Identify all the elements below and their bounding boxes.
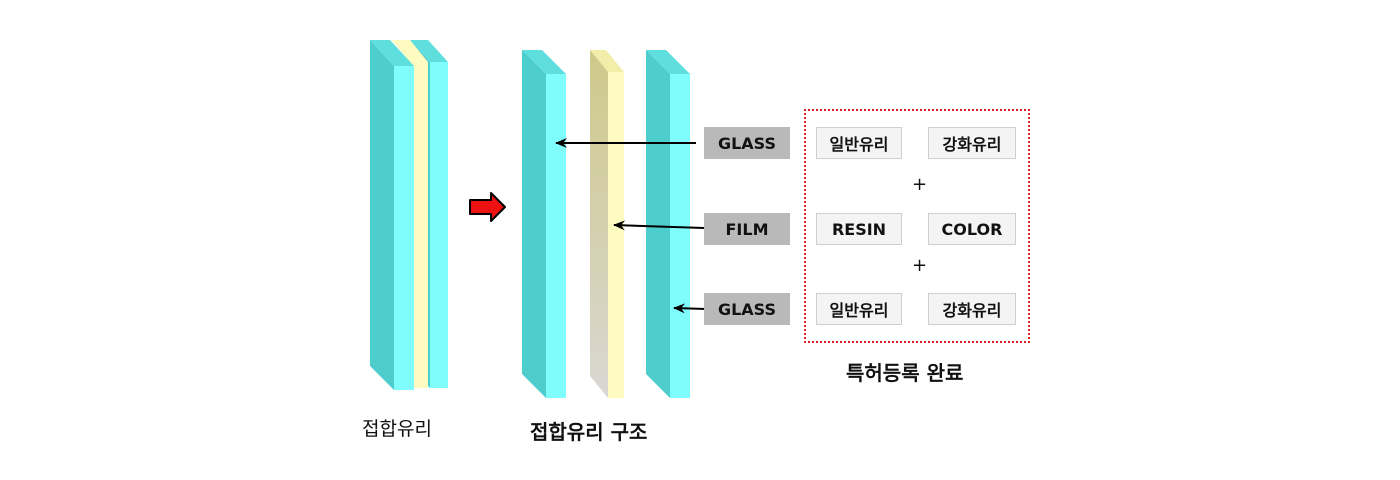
pointer-arrows <box>555 138 707 314</box>
plus-sign-1: + <box>912 174 928 195</box>
option-glass-top-general: 일반유리 <box>816 127 902 159</box>
option-glass-bottom-general: 일반유리 <box>816 293 902 325</box>
caption-laminated-glass: 접합유리 <box>362 418 432 440</box>
option-film-color: COLOR <box>928 213 1016 245</box>
assembled-front-glass <box>370 40 414 390</box>
caption-patent-registered: 특허등록 완료 <box>846 361 964 385</box>
arrow-film <box>613 220 705 231</box>
exploded-glass-right <box>646 50 690 398</box>
arrow-glass-bottom <box>673 303 707 314</box>
exploded-film <box>590 50 624 398</box>
caption-laminated-structure: 접합유리 구조 <box>530 420 648 444</box>
laminated-glass-assembled <box>370 40 448 390</box>
option-glass-bottom-tempered: 강화유리 <box>928 293 1016 325</box>
label-film: FILM <box>704 213 790 245</box>
option-glass-top-tempered: 강화유리 <box>928 127 1016 159</box>
option-film-resin: RESIN <box>816 213 902 245</box>
assembled-film <box>392 40 428 388</box>
label-glass-bottom: GLASS <box>704 293 790 325</box>
laminated-glass-exploded <box>522 50 690 398</box>
label-glass-top: GLASS <box>704 127 790 159</box>
transition-arrow-icon <box>469 192 506 222</box>
exploded-glass-left <box>522 50 566 398</box>
plus-sign-2: + <box>912 255 928 276</box>
patent-options-frame <box>804 109 1030 343</box>
